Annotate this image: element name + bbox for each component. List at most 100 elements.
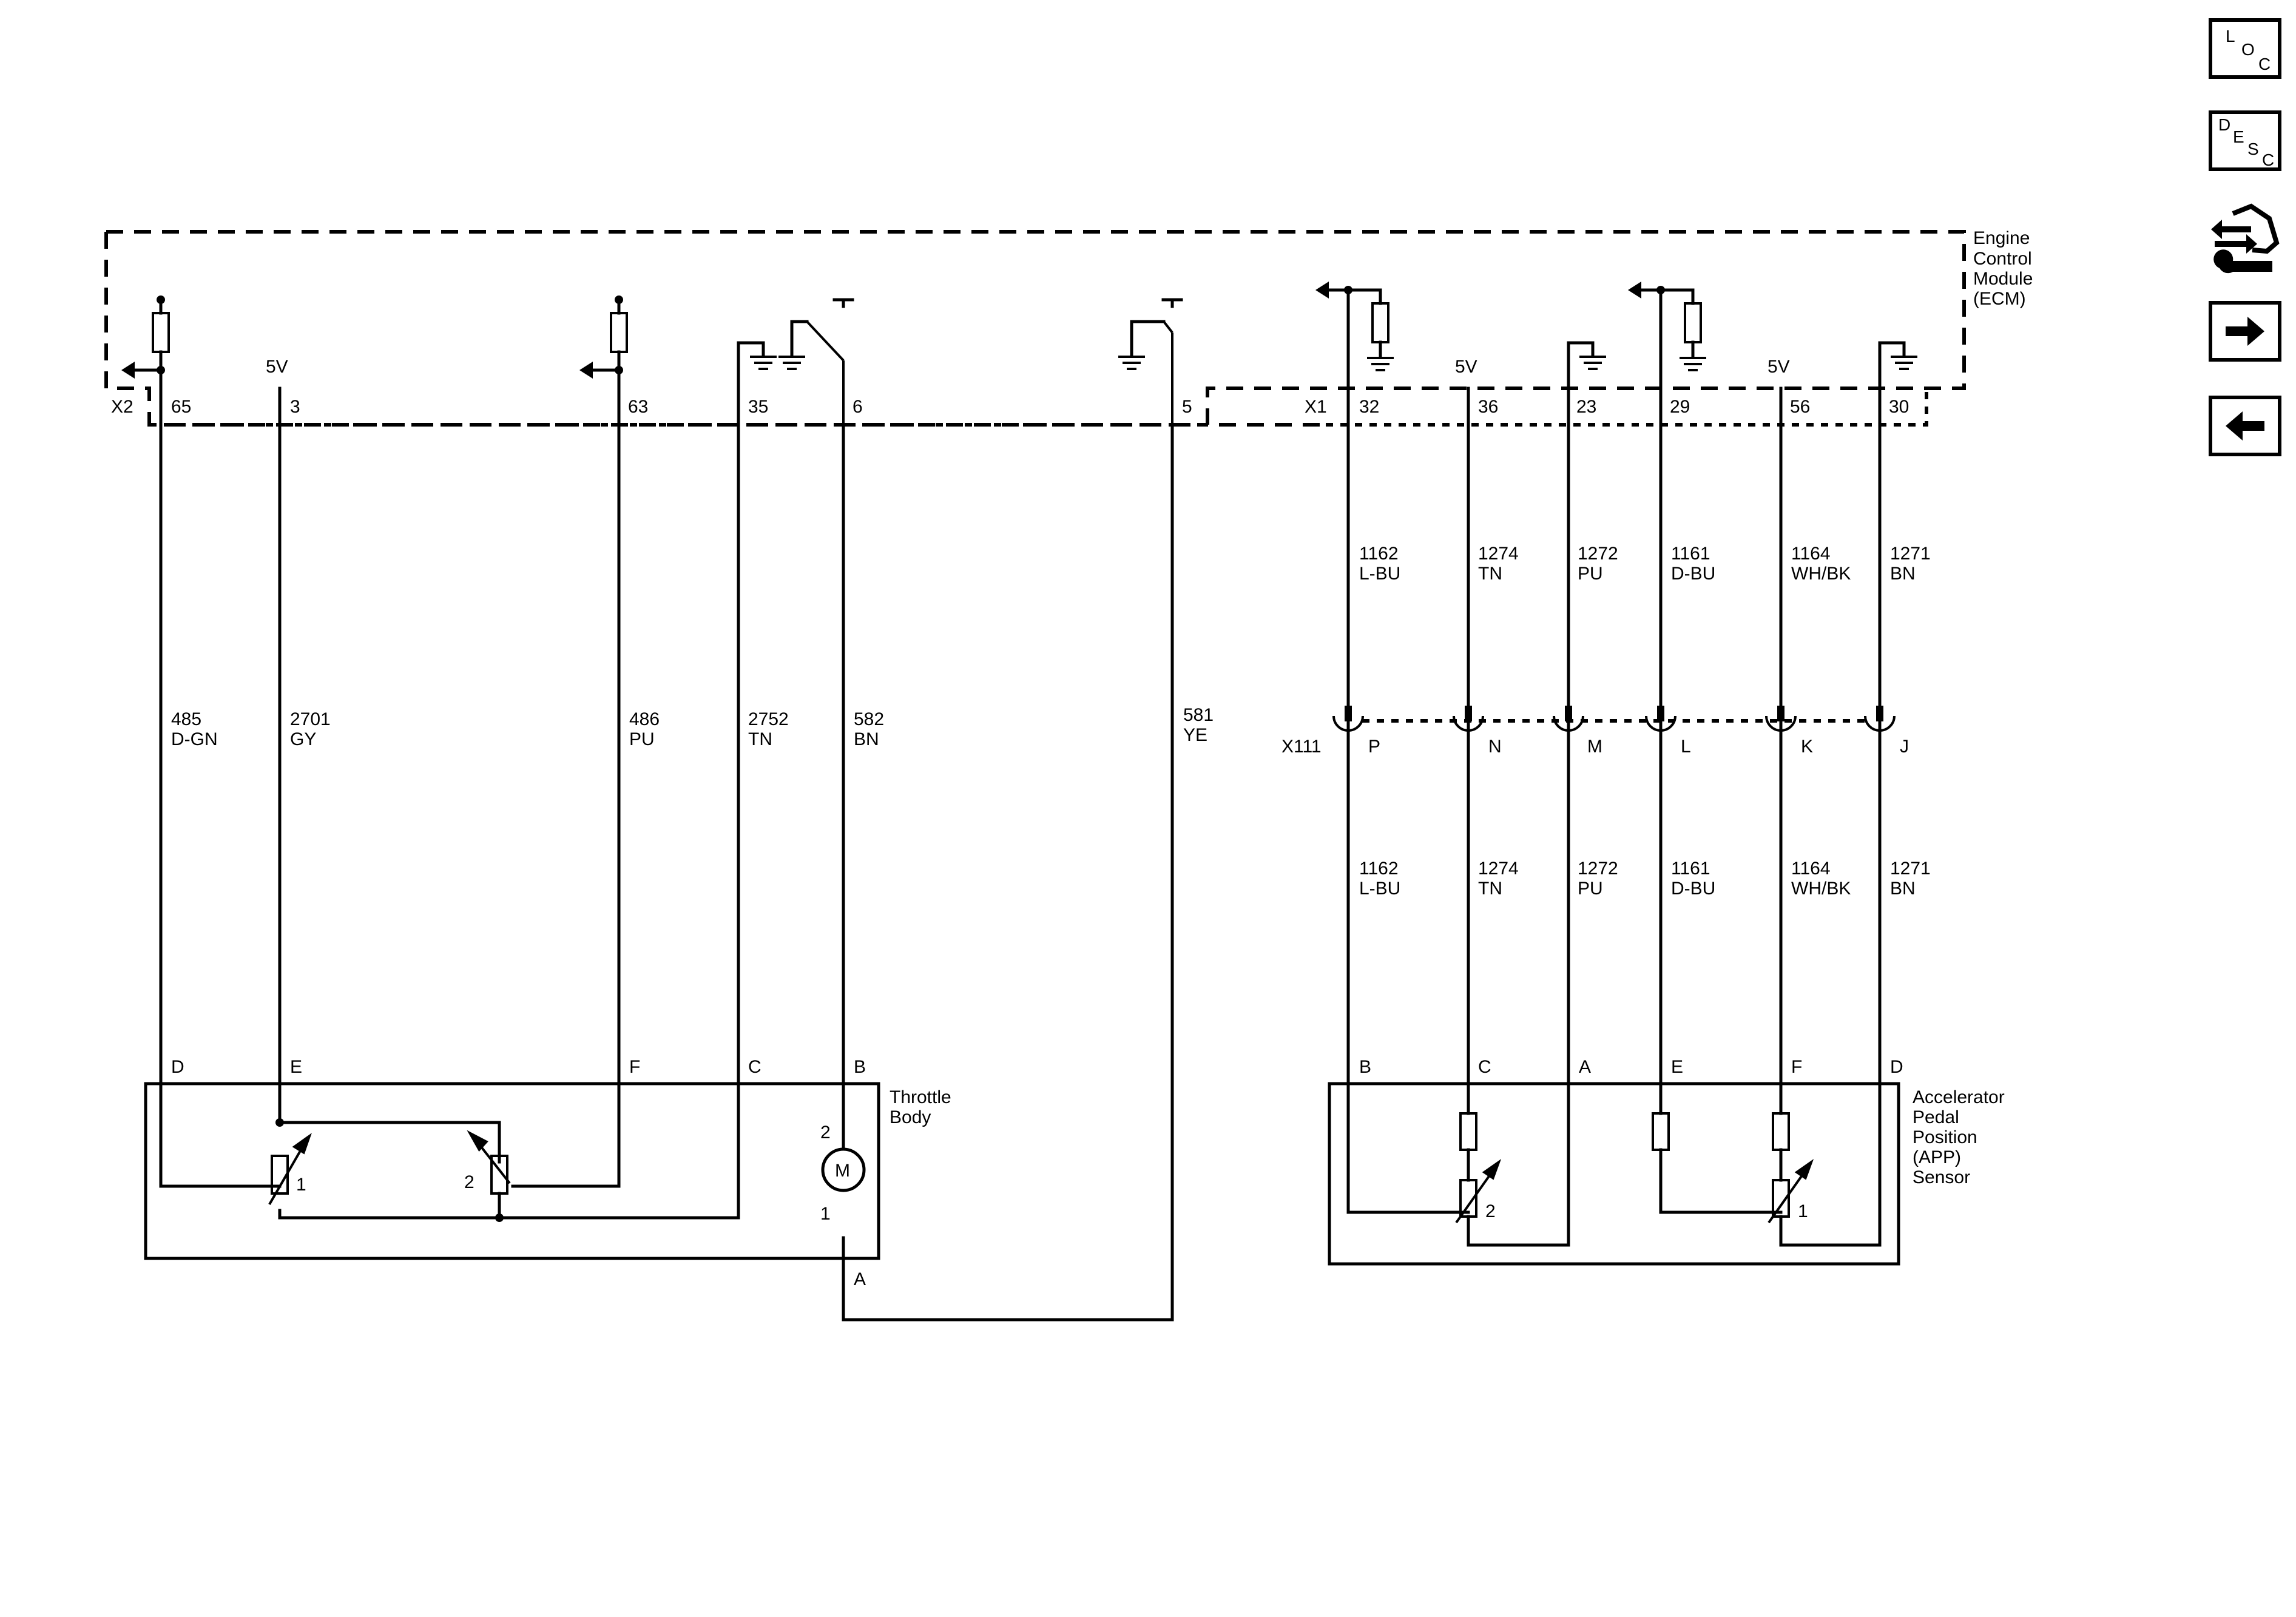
wire-1274-num-lower: 1274 bbox=[1478, 859, 1519, 879]
motor-pin-1: 1 bbox=[820, 1204, 831, 1224]
app-sensor-1-label: 1 bbox=[1798, 1201, 1808, 1221]
wire-2752-color: TN bbox=[748, 729, 772, 749]
ecm-name-3: Module bbox=[1973, 269, 2033, 289]
desc-letter-c: C bbox=[2262, 150, 2275, 169]
app-sensor-name-1: Accelerator bbox=[1913, 1087, 2005, 1107]
app-pin-b: B bbox=[1359, 1057, 1371, 1077]
ecm-pins-left: 65 3 63 35 6 5 bbox=[171, 397, 1192, 417]
ecm-pin-63: 63 bbox=[628, 397, 648, 417]
ecm-pin-30: 30 bbox=[1889, 397, 1909, 417]
connector-swap-icon[interactable] bbox=[2209, 200, 2281, 285]
ecm-pin-5: 5 bbox=[1182, 397, 1192, 417]
loc-letter-l: L bbox=[2226, 27, 2235, 46]
x111-pin-l: L bbox=[1681, 737, 1691, 757]
loc-letter-o: O bbox=[2241, 40, 2255, 59]
wire-582-num: 582 bbox=[854, 709, 884, 729]
wire-1271-num: 1271 bbox=[1890, 544, 1931, 564]
prev-button[interactable] bbox=[2209, 396, 2281, 456]
ecm-name-4: (ECM) bbox=[1973, 289, 2026, 309]
wires-right: 1162 L-BU 1274 TN 1272 PU 1161 D-BU 1164… bbox=[1346, 288, 1931, 1247]
wire-2701-color: GY bbox=[290, 729, 316, 749]
ecm-5v-label-3: 5V bbox=[1768, 357, 1790, 377]
app-pin-a: A bbox=[1579, 1057, 1591, 1077]
ecm-pin-3: 3 bbox=[290, 397, 300, 417]
ecm-pin-56: 56 bbox=[1790, 397, 1810, 417]
wire-2752-num: 2752 bbox=[748, 709, 789, 729]
app-pin-f: F bbox=[1791, 1057, 1802, 1077]
wire-486-color: PU bbox=[629, 729, 655, 749]
wire-1161-num-lower: 1161 bbox=[1671, 859, 1710, 879]
tb-pin-d: D bbox=[171, 1057, 184, 1077]
wire-485-color: D-GN bbox=[171, 729, 218, 749]
wire-1161-num: 1161 bbox=[1671, 544, 1710, 564]
ecm-pin-36: 36 bbox=[1478, 397, 1498, 417]
ecm-pin-6: 6 bbox=[853, 397, 863, 417]
wire-1162-num: 1162 bbox=[1359, 544, 1399, 564]
wire-486-num: 486 bbox=[629, 709, 660, 729]
wire-1271-color-lower: BN bbox=[1890, 879, 1916, 899]
throttle-body-name-1: Throttle bbox=[890, 1087, 951, 1107]
x111-label: X111 bbox=[1281, 737, 1322, 757]
wire-1274-color: TN bbox=[1478, 564, 1502, 584]
wire-1271-num-lower: 1271 bbox=[1890, 859, 1931, 879]
x111-pin-j: J bbox=[1900, 737, 1909, 757]
next-button[interactable] bbox=[2209, 301, 2281, 362]
wire-1274-color-lower: TN bbox=[1478, 879, 1502, 899]
tb-sensor-1-label: 1 bbox=[296, 1175, 306, 1195]
wire-1162-num-lower: 1162 bbox=[1359, 859, 1399, 879]
motor-label: M bbox=[835, 1161, 850, 1181]
app-sensor-2-label: 2 bbox=[1485, 1201, 1496, 1221]
desc-letter-s: S bbox=[2247, 140, 2259, 158]
wire-1164-color: WH/BK bbox=[1791, 564, 1851, 584]
wire-1161-color-lower: D-BU bbox=[1671, 879, 1715, 899]
tb-pin-c: C bbox=[748, 1057, 761, 1077]
wire-1161-color: D-BU bbox=[1671, 564, 1715, 584]
app-sensor-name-3: Position bbox=[1913, 1127, 1977, 1147]
x111-pin-m: M bbox=[1587, 737, 1602, 757]
app-pin-d: D bbox=[1890, 1057, 1903, 1077]
app-sensor-name-5: Sensor bbox=[1913, 1167, 1970, 1187]
wire-1271-color: BN bbox=[1890, 564, 1916, 584]
ecm-pin-65: 65 bbox=[171, 397, 191, 417]
loc-letter-c: C bbox=[2258, 55, 2271, 73]
wire-1164-num: 1164 bbox=[1791, 544, 1831, 564]
wire-581-num: 581 bbox=[1183, 705, 1214, 725]
wire-1162-color-lower: L-BU bbox=[1359, 879, 1400, 899]
connector-x2-label: X2 bbox=[111, 397, 133, 417]
wire-1274-num: 1274 bbox=[1478, 544, 1519, 564]
throttle-body-name-2: Body bbox=[890, 1107, 931, 1127]
wire-1162-color: L-BU bbox=[1359, 564, 1400, 584]
ecm-name-1: Engine bbox=[1973, 228, 2030, 248]
ecm-name-2: Control bbox=[1973, 249, 2032, 269]
wire-582-color: BN bbox=[854, 729, 879, 749]
app-pin-c: C bbox=[1478, 1057, 1491, 1077]
wire-1272-color: PU bbox=[1578, 564, 1603, 584]
wire-1164-num-lower: 1164 bbox=[1791, 859, 1831, 879]
tb-sensor-2-label: 2 bbox=[464, 1172, 474, 1192]
motor-pin-2: 2 bbox=[820, 1122, 831, 1143]
arrow-left-icon bbox=[2226, 411, 2264, 441]
wire-2701-num: 2701 bbox=[290, 709, 331, 729]
desc-button[interactable]: D E S C bbox=[2209, 110, 2281, 171]
wire-1272-num: 1272 bbox=[1578, 544, 1618, 564]
ecm-pin-35: 35 bbox=[748, 397, 768, 417]
wire-1272-num-lower: 1272 bbox=[1578, 859, 1618, 879]
connector-x1-label: X1 bbox=[1305, 397, 1327, 417]
app-sensor: Accelerator Pedal Position (APP) Sensor … bbox=[1328, 1057, 2005, 1266]
wire-581-color: YE bbox=[1183, 725, 1207, 745]
ecm-module: Engine Control Module (ECM) X2 X1 5V 5V … bbox=[104, 228, 2033, 427]
x111-pin-p: P bbox=[1368, 737, 1380, 757]
ecm-5v-label-1: 5V bbox=[266, 357, 288, 377]
app-sensor-name-2: Pedal bbox=[1913, 1107, 1959, 1127]
loc-button[interactable]: L O C bbox=[2209, 18, 2281, 79]
ecm-pins-right: 32 36 23 29 56 30 bbox=[1359, 397, 1909, 417]
ecm-pin-29: 29 bbox=[1670, 397, 1690, 417]
ecm-internal-right bbox=[1315, 282, 1917, 427]
wire-485-num: 485 bbox=[171, 709, 201, 729]
app-sensor-name-4: (APP) bbox=[1913, 1147, 1961, 1167]
wire-1272-color-lower: PU bbox=[1578, 879, 1603, 899]
wire-1164-color-lower: WH/BK bbox=[1791, 879, 1851, 899]
ecm-5v-label-2: 5V bbox=[1455, 357, 1477, 377]
ecm-pin-23: 23 bbox=[1576, 397, 1596, 417]
